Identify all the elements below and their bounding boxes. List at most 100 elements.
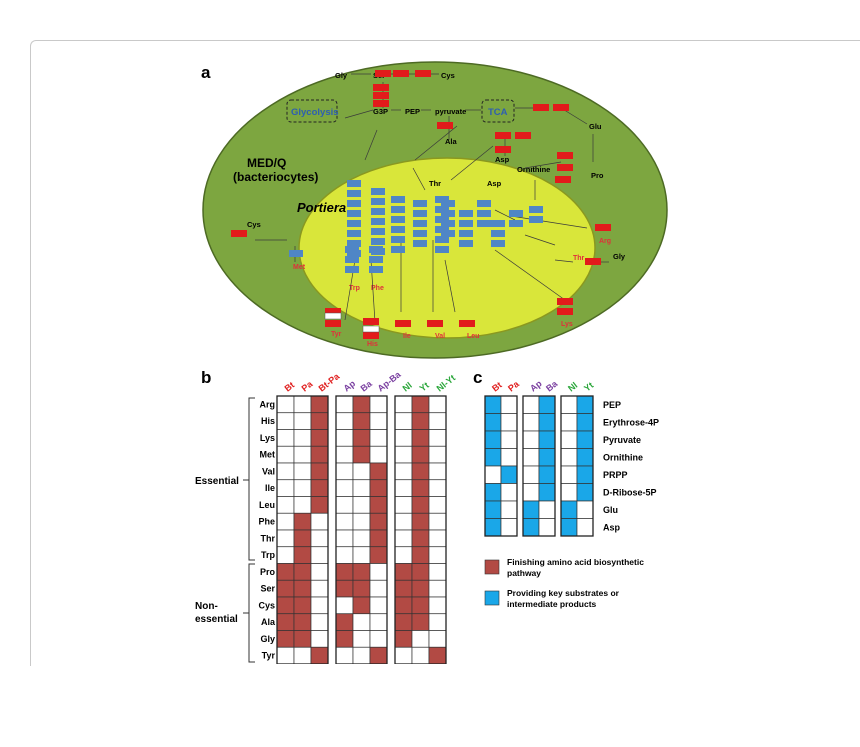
enzyme-box-blue: [435, 206, 449, 213]
grid-c-cell: [576, 518, 594, 537]
metabolite-pyruvate: pyruvate: [435, 107, 466, 116]
grid-b-cell: [352, 512, 371, 531]
product-tyr: Tyr: [331, 331, 342, 338]
grid-b-cell: [352, 429, 371, 447]
grid-b-row-label: Val: [262, 466, 275, 476]
legend-text-providing-1: Providing key substrates or: [507, 588, 620, 598]
grid-b-cell: [276, 596, 295, 615]
portiera-label: Portiera: [297, 200, 346, 215]
grid-c-col-header: Ap: [528, 378, 544, 394]
grid-c-cell: [484, 518, 502, 537]
enzyme-box-blue: [391, 246, 405, 253]
enzyme-box-blue: [413, 210, 427, 217]
enzyme-box-blue: [347, 210, 361, 217]
grid-c-cell: [500, 518, 518, 537]
grid-c-cell: [522, 448, 540, 467]
figure-svg: a MED/Q (bacteriocytes) Portiera Glycoly…: [195, 61, 668, 665]
grid-c-cell: [484, 413, 502, 432]
enzyme-box-blue: [441, 230, 455, 237]
enzyme-box-blue: [369, 246, 383, 253]
metabolite-cys-top: Cys: [441, 71, 455, 80]
grid-b-cell: [352, 462, 371, 481]
grid-c-cell: [538, 430, 556, 449]
enzyme-box-blue: [345, 266, 359, 273]
grid-b-cell: [369, 412, 388, 430]
enzyme-box-blue: [391, 196, 405, 203]
metabolite-asp-inner: Asp: [487, 179, 502, 188]
grid-c-row-label: Erythrose-4P: [603, 417, 659, 427]
pathway-line: [412, 167, 426, 191]
grid-c-cell: [538, 500, 556, 519]
grid-b-cell: [276, 479, 295, 497]
grid-b-col-header: Nl: [401, 380, 414, 393]
pathway-line: [414, 125, 458, 161]
enzyme-box-blue: [371, 188, 385, 195]
enzyme-box-red: [375, 70, 391, 77]
enzyme-box-blue: [529, 206, 543, 213]
grid-b-cell: [310, 445, 329, 464]
grid-c-cell: [538, 448, 556, 467]
metabolite-pro: Pro: [591, 171, 604, 180]
grid-b-cell: [335, 496, 354, 514]
grid-b-cell: [369, 496, 388, 514]
pathway-line: [510, 215, 588, 229]
group-nonessential-label-1: Non-: [195, 601, 218, 612]
product-trp: Trp: [349, 285, 360, 292]
grid-b-cell: [310, 529, 329, 548]
enzyme-box-blue: [347, 230, 361, 237]
enzyme-box-blue: [413, 240, 427, 247]
grid-b-cell: [369, 613, 388, 631]
grid-c-row-label: PEP: [603, 400, 621, 410]
pathway-line: [364, 129, 378, 161]
grid-c-cell: [484, 465, 502, 484]
enzyme-box-blue: [347, 250, 361, 257]
grid-b-row-label: Leu: [259, 500, 275, 510]
grid-b-cell: [394, 579, 413, 598]
grid-c-cell: [576, 430, 594, 449]
legend-text-providing-2: intermediate products: [507, 599, 597, 609]
grid-b-cell: [369, 563, 388, 581]
grid-b-row-label: Cys: [258, 600, 275, 610]
enzyme-box-blue: [289, 250, 303, 257]
grid-b-cell: [369, 479, 388, 497]
metabolite-g3p: G3P: [373, 107, 388, 116]
grid-b-cell: [310, 395, 329, 414]
enzyme-box-red: [585, 258, 601, 265]
grid-b-row-label: Pro: [260, 567, 276, 577]
grid-b-col-header: Ap: [342, 378, 358, 394]
grid-c-cell: [576, 465, 594, 484]
grid-b-cell: [310, 512, 329, 531]
grid-b-cell: [369, 529, 388, 548]
grid-b-cell: [369, 596, 388, 615]
grid-b-cell: [369, 395, 388, 414]
metabolite-gly-right: Gly: [613, 252, 626, 261]
grid-b-cell: [428, 630, 447, 648]
grid-b-cell: [411, 496, 430, 514]
enzyme-box-blue: [391, 206, 405, 213]
grid-b-cell: [369, 630, 388, 648]
grid-b-row-label: Ile: [265, 483, 275, 493]
grid-b-cell: [335, 462, 354, 481]
grid-c-cell: [576, 448, 594, 467]
pathway-line: [524, 161, 562, 169]
grid-b-cell: [310, 479, 329, 497]
grid-b-cell: [293, 529, 312, 548]
grid-b-cell: [428, 412, 447, 430]
grid-b-cell: [352, 395, 371, 414]
grid-c-cell: [538, 465, 556, 484]
enzyme-box-red: [231, 230, 247, 237]
enzyme-box-white: [324, 312, 342, 320]
legend-text-finishing-2: pathway: [507, 568, 541, 578]
grid-b-cell: [310, 579, 329, 598]
grid-b-cell: [293, 479, 312, 497]
grid-b-cell: [411, 412, 430, 430]
grid-b-cell: [276, 630, 295, 648]
enzyme-box-blue: [435, 196, 449, 203]
grid-c-cell: [484, 430, 502, 449]
figure-frame: [30, 40, 860, 666]
grid-b-cell: [428, 529, 447, 548]
enzyme-box-blue: [391, 216, 405, 223]
pathway-line: [344, 109, 374, 119]
grid-b-cell: [310, 596, 329, 615]
legend-swatch-finishing: [484, 559, 500, 575]
